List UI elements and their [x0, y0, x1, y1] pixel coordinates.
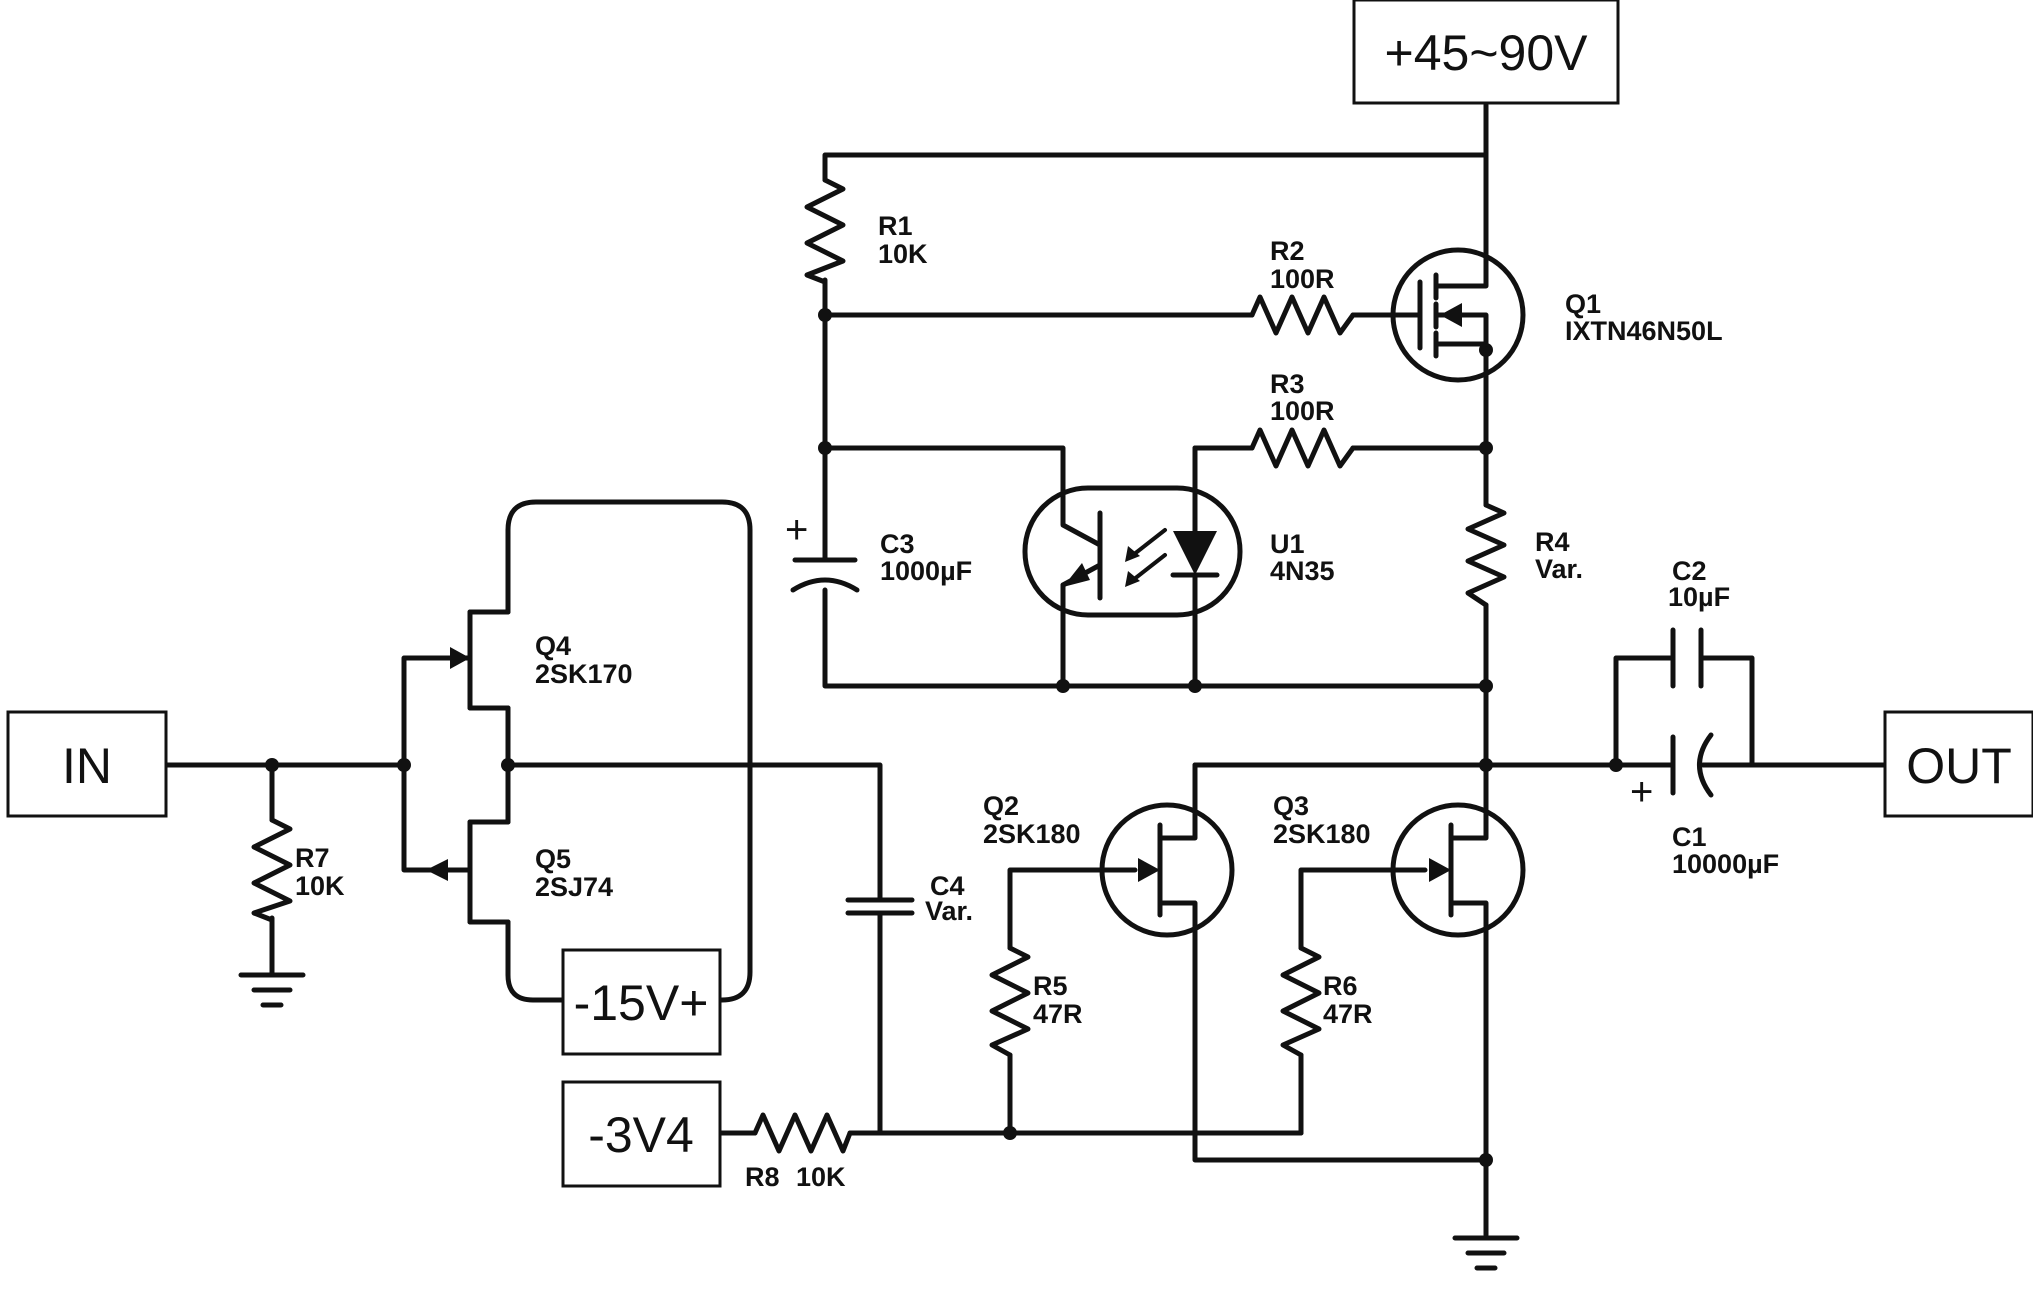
- wire-q4-gate: [401, 655, 453, 768]
- capacitor-c3: +: [785, 502, 860, 593]
- output-port-label: OUT: [1906, 738, 2012, 794]
- resistor-r6: [1280, 945, 1322, 1058]
- wire-q3-gate: [1298, 867, 1428, 951]
- wire-q2-gate: [1007, 867, 1138, 951]
- r3-ref: R3: [1270, 369, 1305, 399]
- u1-value: 4N35: [1270, 556, 1335, 586]
- supply-bias-label: -15V+: [574, 975, 709, 1031]
- capacitor-c2: [1670, 627, 1704, 689]
- junction-dot: [1056, 679, 1070, 693]
- r4-ref: R4: [1535, 527, 1570, 557]
- resistor-r5: [989, 945, 1031, 1058]
- jfet-q2: [1099, 802, 1235, 938]
- r5-value: 47R: [1033, 999, 1083, 1029]
- junction-dot: [1479, 679, 1493, 693]
- c4-value: Var.: [925, 896, 973, 926]
- wire-c2-left: [1613, 655, 1676, 768]
- junction-dots: [265, 308, 1623, 1167]
- capacitor-c1: +: [1630, 732, 1714, 814]
- c4-ref: C4: [930, 871, 965, 901]
- input-port-label: IN: [62, 738, 112, 794]
- ground-symbol-output: [1452, 1235, 1520, 1271]
- resistor-r2: [1249, 294, 1356, 336]
- junction-dot: [818, 441, 832, 455]
- r2-value: 100R: [1270, 264, 1335, 294]
- c1-value: 10000µF: [1672, 849, 1779, 879]
- jfet-q4: [447, 609, 511, 711]
- resistor-r8: [752, 1112, 853, 1154]
- r5-ref: R5: [1033, 971, 1068, 1001]
- component-labels: R1 10K R2 100R R3 100R R4 Var. Q1 IXTN46…: [295, 211, 1779, 1192]
- r6-ref: R6: [1323, 971, 1358, 1001]
- wire-supply-rail: [822, 102, 1489, 183]
- wire-c4-top: [505, 762, 883, 903]
- input-port-box: IN: [6, 710, 168, 818]
- junction-dot: [501, 758, 515, 772]
- resistor-r1: [804, 177, 846, 285]
- junction-dot: [1003, 1126, 1017, 1140]
- junction-dot: [1479, 441, 1493, 455]
- q2-value: 2SK180: [983, 819, 1081, 849]
- output-port-box: OUT: [1883, 710, 2033, 818]
- r8-value: 10K: [796, 1162, 846, 1192]
- r1-value: 10K: [878, 239, 928, 269]
- q3-ref: Q3: [1273, 791, 1309, 821]
- optocoupler-u1: [1022, 485, 1243, 618]
- wire-q4-drain-bias-plus: [505, 499, 753, 1003]
- resistor-r7: [251, 817, 293, 923]
- q4-value: 2SK170: [535, 659, 633, 689]
- wire-opto-collector: [822, 445, 1066, 508]
- c3-value: 1000µF: [880, 556, 972, 586]
- q5-value: 2SJ74: [535, 872, 613, 902]
- c1-polarity-mark: +: [1630, 770, 1653, 814]
- r8-ref: R8: [745, 1162, 780, 1192]
- junction-dot: [1479, 1153, 1493, 1167]
- r1-ref: R1: [878, 211, 913, 241]
- junction-dot: [1479, 758, 1493, 772]
- wire-q5-drain-bias-minus: [505, 919, 566, 1003]
- r7-value: 10K: [295, 871, 345, 901]
- u1-ref: U1: [1270, 529, 1305, 559]
- junction-dot: [265, 758, 279, 772]
- wire-c3-bottom-rail: [822, 587, 1489, 689]
- wire-q5-gate: [401, 762, 453, 873]
- resistor-r3: [1249, 427, 1356, 469]
- r4-value: Var.: [1535, 554, 1583, 584]
- supply-box-bias: -15V+: [561, 948, 722, 1056]
- r7-ref: R7: [295, 843, 330, 873]
- q4-ref: Q4: [535, 631, 571, 661]
- supply-box-negative: -3V4: [561, 1080, 722, 1188]
- q3-value: 2SK180: [1273, 819, 1371, 849]
- supply-negative-label: -3V4: [588, 1107, 694, 1163]
- r2-ref: R2: [1270, 236, 1305, 266]
- capacitor-c4: [845, 897, 915, 916]
- resistor-r4: [1465, 502, 1507, 608]
- supply-main-label: +45~90V: [1385, 25, 1589, 81]
- c2-ref: C2: [1672, 556, 1707, 586]
- supply-box-main: +45~90V: [1352, 0, 1620, 105]
- junction-dot: [1609, 758, 1623, 772]
- ground-symbol-input: [238, 972, 306, 1008]
- jfet-q3: [1390, 802, 1526, 938]
- jfet-q5: [426, 819, 511, 925]
- c3-polarity-mark: +: [785, 508, 808, 552]
- q2-ref: Q2: [983, 791, 1019, 821]
- q5-ref: Q5: [535, 844, 571, 874]
- c1-ref: C1: [1672, 822, 1707, 852]
- wires: [163, 102, 1888, 1238]
- mosfet-q1: [1387, 247, 1526, 383]
- q1-value: IXTN46N50L: [1565, 316, 1723, 346]
- q1-ref: Q1: [1565, 289, 1601, 319]
- junction-dot: [818, 308, 832, 322]
- wire-c2-right: [1698, 655, 1755, 768]
- c3-ref: C3: [880, 529, 915, 559]
- junction-dot: [1188, 679, 1202, 693]
- c2-value: 10µF: [1668, 582, 1730, 612]
- r3-value: 100R: [1270, 396, 1335, 426]
- junction-dot: [397, 758, 411, 772]
- wire-q2-source: [1192, 922, 1489, 1163]
- r6-value: 47R: [1323, 999, 1373, 1029]
